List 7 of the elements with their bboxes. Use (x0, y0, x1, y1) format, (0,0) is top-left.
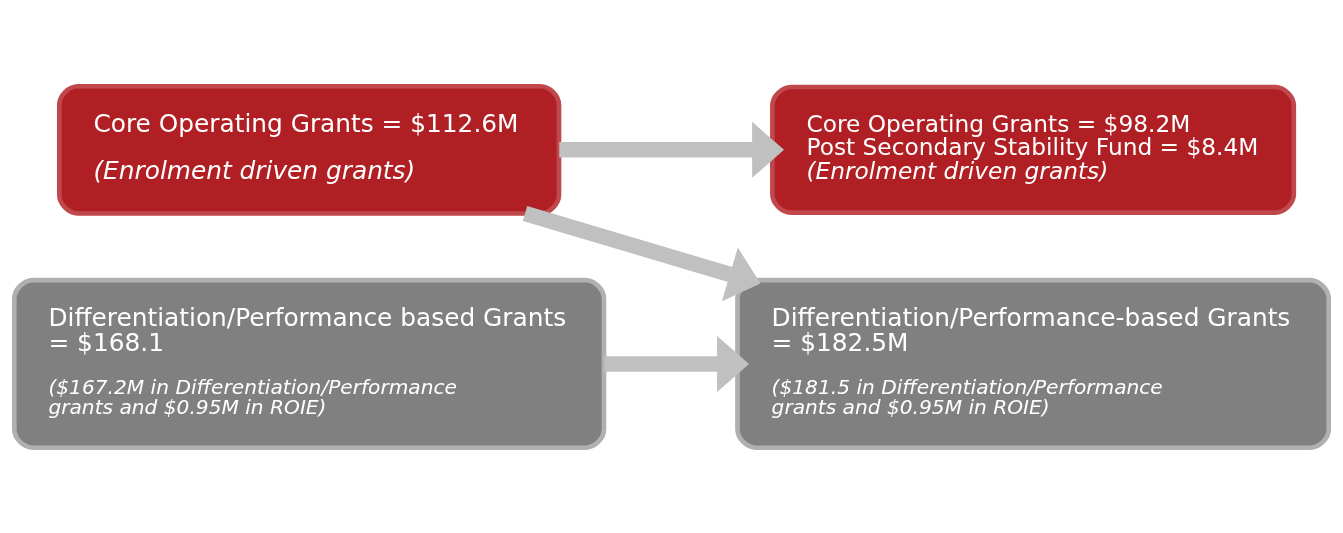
node-box: Core Operating Grants = $98.2M Post Secondary Stability Fund = $8.4M (Enrolment driven grants) (770, 84, 1297, 215)
node-box: Differentiation/Performance based Grants = $168.1 ($167.2M in Differentiation/Performance grants and $0.95M in ROIE) (11, 277, 607, 450)
arrow (604, 335, 750, 392)
arrow (522, 205, 761, 301)
node-box: Core Operating Grants = $112.6M (Enrolment driven grants) (56, 83, 562, 216)
node-box: Differentiation/Performance-based Grants = $182.5M ($181.5 in Differentiation/Performance grants and $0.95M in ROIE) (735, 277, 1332, 450)
arrow (559, 121, 785, 178)
